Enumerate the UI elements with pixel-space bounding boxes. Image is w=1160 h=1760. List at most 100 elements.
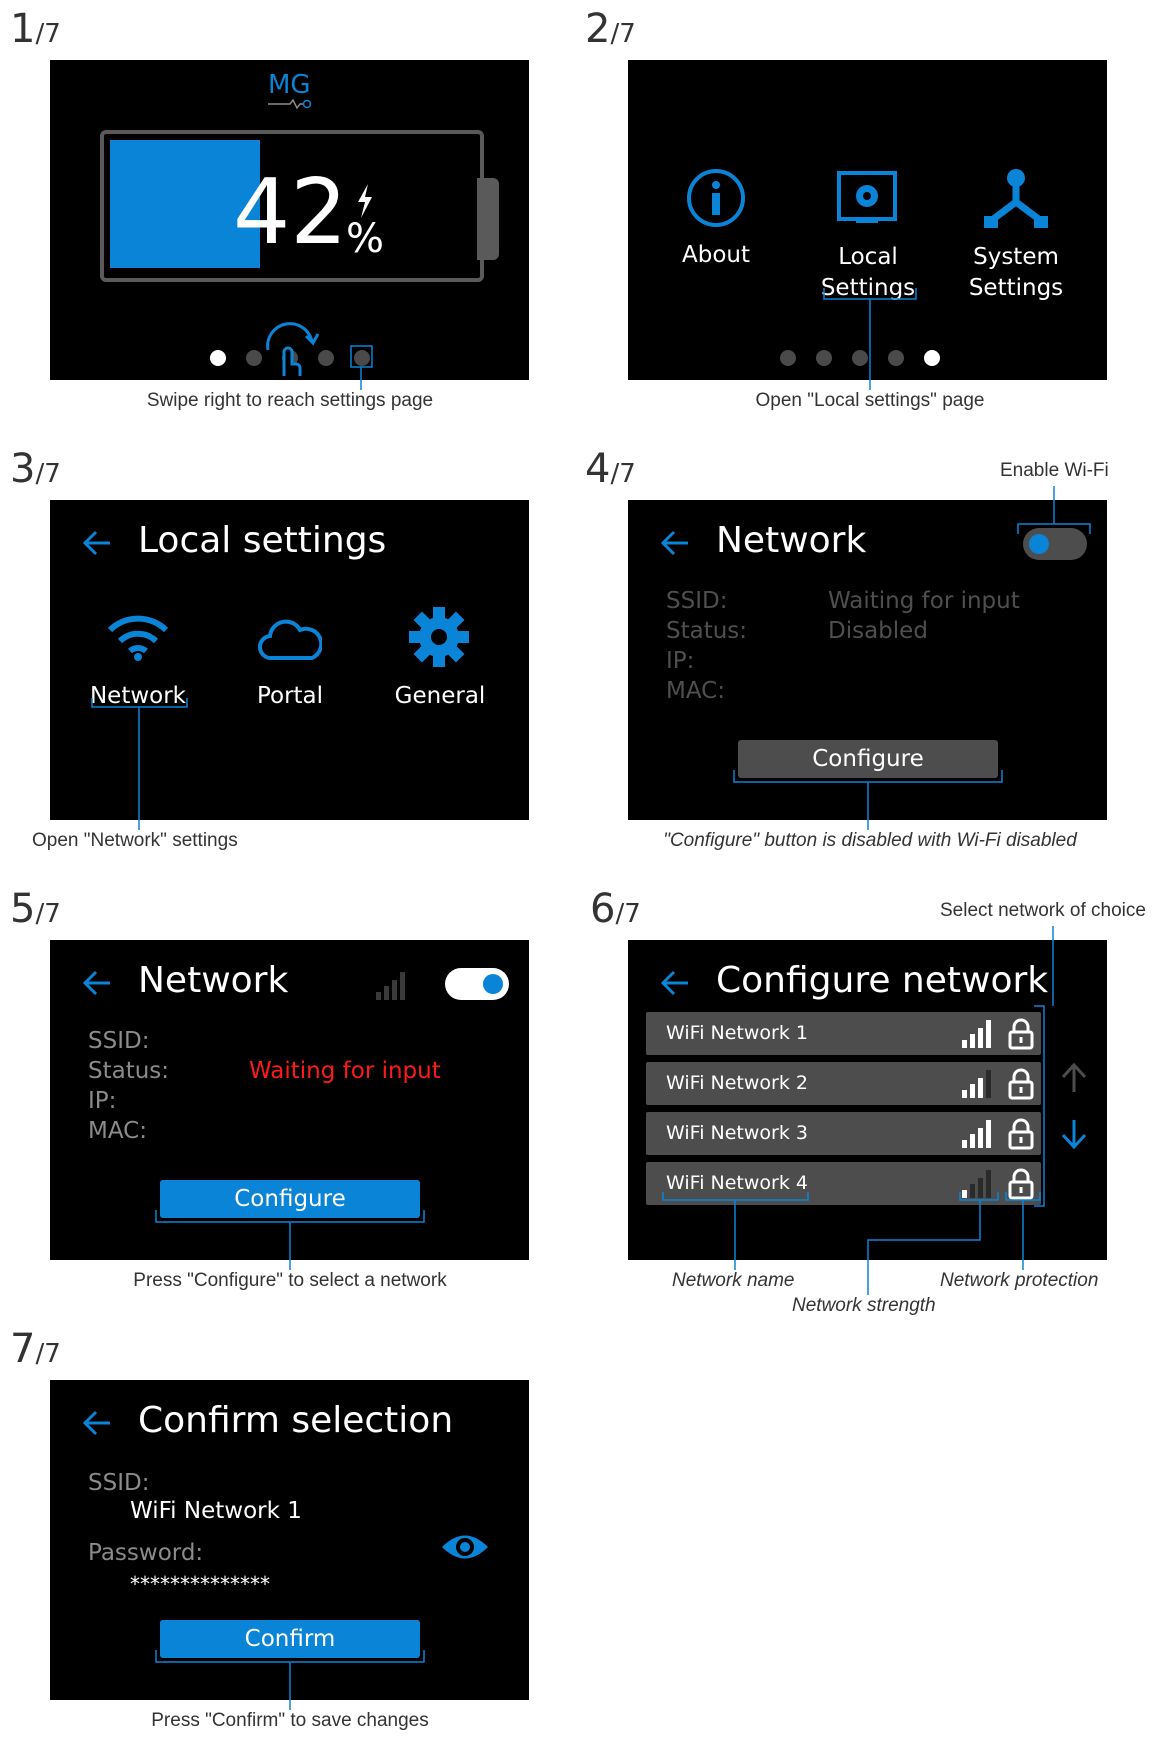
ssid-label: SSID: xyxy=(88,1028,150,1054)
configure-button-disabled[interactable]: Configure xyxy=(738,740,998,778)
confirm-button[interactable]: Confirm xyxy=(160,1620,420,1658)
swipe-gesture-icon xyxy=(266,322,320,376)
mac-label: MAC: xyxy=(88,1118,147,1144)
ssid-label: SSID: xyxy=(666,588,728,614)
general-label[interactable]: General xyxy=(394,683,486,709)
percent-sign: % xyxy=(346,216,385,262)
step-num: 7 xyxy=(10,1326,36,1372)
cloud-icon[interactable] xyxy=(258,618,322,662)
step-num: 1 xyxy=(10,6,36,52)
password-field[interactable]: ************** xyxy=(130,1572,270,1596)
charging-bolt-icon xyxy=(358,184,372,218)
signal-strength-icon xyxy=(962,1120,991,1148)
logo-signal-icon xyxy=(268,98,312,110)
screen-configure-network: Configure network WiFi Network 1 WiFi Ne… xyxy=(628,940,1107,1260)
step-num: 6 xyxy=(590,886,616,932)
network-label[interactable]: Network xyxy=(89,683,187,709)
lock-icon xyxy=(1008,1018,1034,1050)
page-dot-3[interactable] xyxy=(852,350,868,366)
back-arrow-icon[interactable] xyxy=(82,530,112,556)
wifi-icon[interactable] xyxy=(106,612,170,662)
page-dot-4[interactable] xyxy=(318,350,334,366)
page-dot-1[interactable] xyxy=(210,350,226,366)
page-dot-5[interactable] xyxy=(924,350,940,366)
caption-step-7: Press "Confirm" to save changes xyxy=(151,1710,429,1731)
portal-label[interactable]: Portal xyxy=(256,683,324,709)
ssid-value: Waiting for input xyxy=(828,588,1020,614)
ssid-label: SSID: xyxy=(88,1470,150,1496)
gear-icon[interactable] xyxy=(408,606,470,668)
mac-label: MAC: xyxy=(666,678,725,704)
page-title: Configure network xyxy=(716,960,1049,1001)
system-settings-label[interactable]: System Settings xyxy=(956,242,1076,304)
status-value: Waiting for input xyxy=(249,1058,441,1084)
info-icon[interactable] xyxy=(686,168,746,228)
caption-network-strength: Network strength xyxy=(792,1295,936,1316)
lock-icon xyxy=(1008,1168,1034,1200)
caption-network-name: Network name xyxy=(672,1270,795,1291)
lock-icon xyxy=(1008,1068,1034,1100)
toggle-knob xyxy=(1029,534,1049,554)
page-title: Network xyxy=(716,520,867,561)
toggle-knob xyxy=(483,974,503,994)
step-num: 2 xyxy=(585,6,611,52)
signal-strength-icon xyxy=(962,1020,991,1048)
battery-fill xyxy=(110,140,260,268)
ip-label: IP: xyxy=(666,648,695,674)
ssid-value: WiFi Network 1 xyxy=(130,1498,302,1524)
eye-icon[interactable] xyxy=(440,1530,490,1564)
network-row-1[interactable]: WiFi Network 1 xyxy=(646,1012,1041,1055)
back-arrow-icon[interactable] xyxy=(660,530,690,556)
page-dot-2[interactable] xyxy=(816,350,832,366)
page-title: Confirm selection xyxy=(138,1400,454,1441)
caption-step-3: Open "Network" settings xyxy=(32,830,238,851)
step-number-5: 5/7 xyxy=(10,886,61,932)
signal-strength-icon xyxy=(962,1170,991,1198)
page-dot-4[interactable] xyxy=(888,350,904,366)
network-name: WiFi Network 2 xyxy=(666,1072,808,1094)
status-value: Disabled xyxy=(828,618,928,644)
network-name: WiFi Network 4 xyxy=(666,1172,808,1194)
step-number-7: 7/7 xyxy=(10,1326,61,1372)
configure-button[interactable]: Configure xyxy=(160,1180,420,1218)
battery-percent: 42 xyxy=(233,160,348,265)
step-number-3: 3/7 xyxy=(10,446,61,492)
ip-label: IP: xyxy=(88,1088,117,1114)
scroll-up-icon[interactable] xyxy=(1060,1062,1088,1094)
page-dot-1[interactable] xyxy=(780,350,796,366)
caption-step-4: "Configure" button is disabled with Wi-F… xyxy=(663,830,1077,851)
step-number-6: 6/7 xyxy=(590,886,641,932)
lock-icon xyxy=(1008,1118,1034,1150)
screen-battery: MG 42 % xyxy=(50,60,529,380)
network-name: WiFi Network 3 xyxy=(666,1122,808,1144)
step-num: 4 xyxy=(585,446,611,492)
page-title: Local settings xyxy=(138,520,387,561)
step-total: /7 xyxy=(35,899,61,929)
back-arrow-icon[interactable] xyxy=(82,1410,112,1436)
wifi-toggle-on[interactable] xyxy=(445,968,509,1000)
step-total: /7 xyxy=(610,19,636,49)
page-dot-2[interactable] xyxy=(246,350,262,366)
local-settings-icon[interactable] xyxy=(836,170,898,226)
step-total: /7 xyxy=(610,459,636,489)
scroll-down-icon[interactable] xyxy=(1060,1118,1088,1150)
network-name: WiFi Network 1 xyxy=(666,1022,808,1044)
system-settings-line1: System xyxy=(973,244,1059,270)
network-row-2[interactable]: WiFi Network 2 xyxy=(646,1062,1041,1105)
network-row-3[interactable]: WiFi Network 3 xyxy=(646,1112,1041,1155)
back-arrow-icon[interactable] xyxy=(82,970,112,996)
back-arrow-icon[interactable] xyxy=(660,970,690,996)
caption-step-2: Open "Local settings" page xyxy=(755,390,985,411)
local-settings-label[interactable]: Local Settings xyxy=(808,242,928,304)
local-settings-line1: Local xyxy=(838,244,898,270)
caption-step-1: Swipe right to reach settings page xyxy=(146,390,434,411)
signal-strength-icon xyxy=(376,972,405,1000)
network-row-4[interactable]: WiFi Network 4 xyxy=(646,1162,1041,1205)
wifi-toggle-off[interactable] xyxy=(1023,528,1087,560)
battery-terminal xyxy=(477,178,499,260)
system-settings-icon[interactable] xyxy=(984,168,1048,230)
about-label[interactable]: About xyxy=(681,242,750,268)
page-dot-5[interactable] xyxy=(354,350,370,366)
page-title: Network xyxy=(138,960,289,1001)
status-label: Status: xyxy=(88,1058,170,1084)
